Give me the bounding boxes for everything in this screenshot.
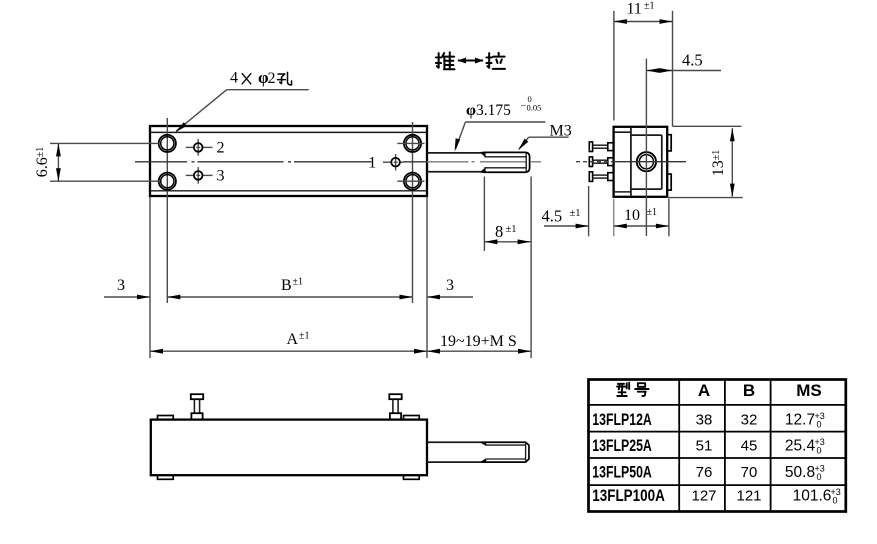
svg-text:38: 38 <box>696 412 713 429</box>
svg-text:3: 3 <box>217 168 225 185</box>
svg-text:±1: ±1 <box>293 277 304 288</box>
svg-text:+3: +3 <box>831 487 841 497</box>
svg-text:±1: ±1 <box>299 331 310 342</box>
svg-text:A: A <box>698 381 710 400</box>
svg-text:13FLP12A: 13FLP12A <box>592 410 652 429</box>
svg-text:B: B <box>743 381 755 400</box>
svg-text:50.8: 50.8 <box>785 464 815 481</box>
svg-text:1: 1 <box>368 154 376 171</box>
svg-text:70: 70 <box>741 464 758 481</box>
svg-text:10: 10 <box>624 207 640 224</box>
svg-text:76: 76 <box>696 464 713 481</box>
svg-text:8: 8 <box>495 222 503 241</box>
svg-text:MS: MS <box>796 381 822 400</box>
svg-text:25.4: 25.4 <box>785 438 816 455</box>
svg-text:11: 11 <box>627 1 642 18</box>
svg-text:121: 121 <box>736 488 761 505</box>
svg-text:4: 4 <box>230 70 238 87</box>
svg-text:0: 0 <box>817 472 822 482</box>
svg-text:12.7: 12.7 <box>785 412 815 429</box>
svg-text:2: 2 <box>268 70 276 87</box>
svg-text:4.5: 4.5 <box>542 207 563 226</box>
svg-text:φ: φ <box>258 68 269 87</box>
svg-text:51: 51 <box>696 438 713 455</box>
svg-text:13FLP25A: 13FLP25A <box>592 436 652 455</box>
svg-text:45: 45 <box>741 438 758 455</box>
svg-text:0: 0 <box>528 94 532 104</box>
svg-text:32: 32 <box>741 412 758 429</box>
svg-text:13FLP100A: 13FLP100A <box>592 486 665 505</box>
svg-text:19~19+M S: 19~19+M S <box>440 333 517 350</box>
svg-text:±1: ±1 <box>644 1 655 12</box>
svg-text:±1: ±1 <box>647 207 658 218</box>
svg-text:101.6: 101.6 <box>793 488 832 505</box>
svg-text:3: 3 <box>446 277 454 294</box>
svg-text:+3: +3 <box>815 411 825 421</box>
svg-text:0: 0 <box>817 420 822 430</box>
svg-text:−: − <box>521 101 527 112</box>
svg-text:φ3.175: φ3.175 <box>466 102 511 119</box>
svg-text:B: B <box>281 277 292 294</box>
svg-text:2: 2 <box>217 140 225 157</box>
svg-text:0: 0 <box>833 496 838 506</box>
svg-text:A: A <box>287 331 299 348</box>
svg-text:4.5: 4.5 <box>682 51 703 70</box>
svg-text:0: 0 <box>817 446 822 456</box>
svg-text:+3: +3 <box>815 437 825 447</box>
svg-text:13FLP50A: 13FLP50A <box>592 463 652 482</box>
svg-text:0.05: 0.05 <box>527 103 542 113</box>
svg-text:±1: ±1 <box>570 208 581 219</box>
svg-text:127: 127 <box>691 488 716 505</box>
svg-text:M3: M3 <box>550 123 572 140</box>
svg-text:3: 3 <box>117 277 125 294</box>
svg-text:±1: ±1 <box>506 224 517 235</box>
svg-text:+3: +3 <box>815 464 825 474</box>
